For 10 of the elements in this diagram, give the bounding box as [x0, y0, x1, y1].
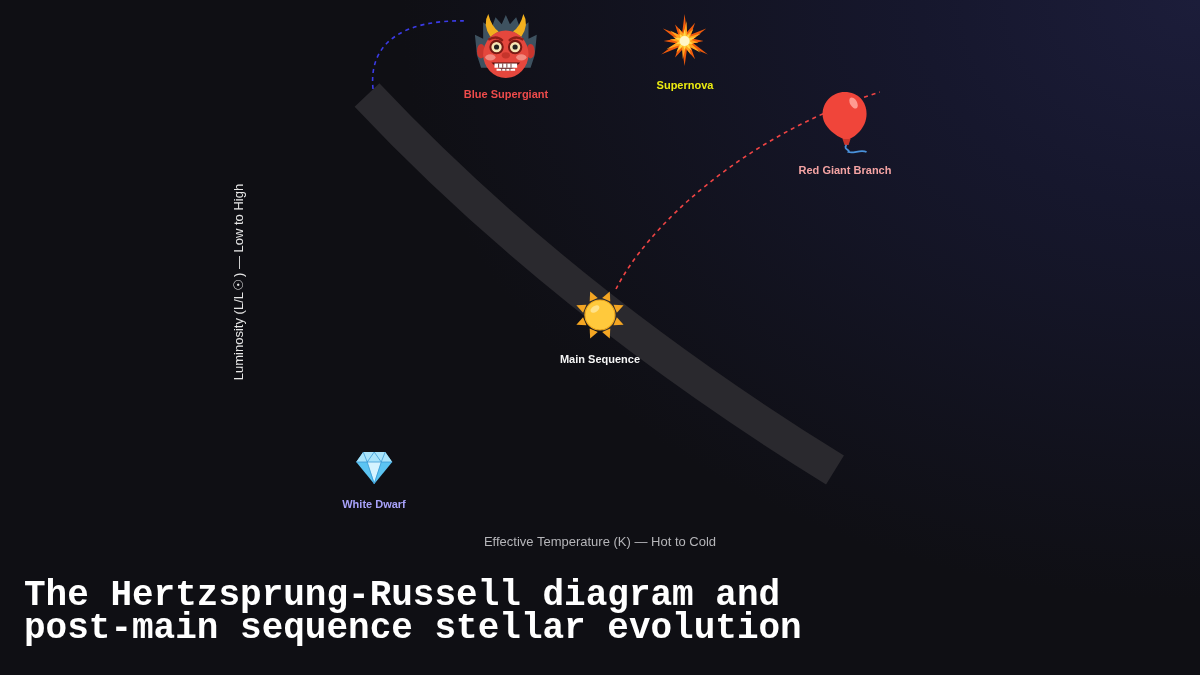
stage-label: White Dwarf: [342, 498, 406, 511]
axis-label: Effective Temperature (K) — Hot to Cold: [483, 533, 717, 549]
stage-label: Red Giant Branch: [798, 164, 892, 177]
stage-label: Main Sequence: [559, 353, 641, 366]
axis-label: Luminosity (L/L☉) — Low to High: [230, 183, 246, 381]
stage-label: Blue Supergiant: [463, 88, 549, 101]
stage-label: Supernova: [656, 79, 714, 92]
dashed-connector: [371, 20, 465, 90]
title: The Hertzsprung-Russell diagram and post-main sequence stellar evolution: [24, 579, 803, 645]
dashed-connector: [615, 91, 881, 290]
